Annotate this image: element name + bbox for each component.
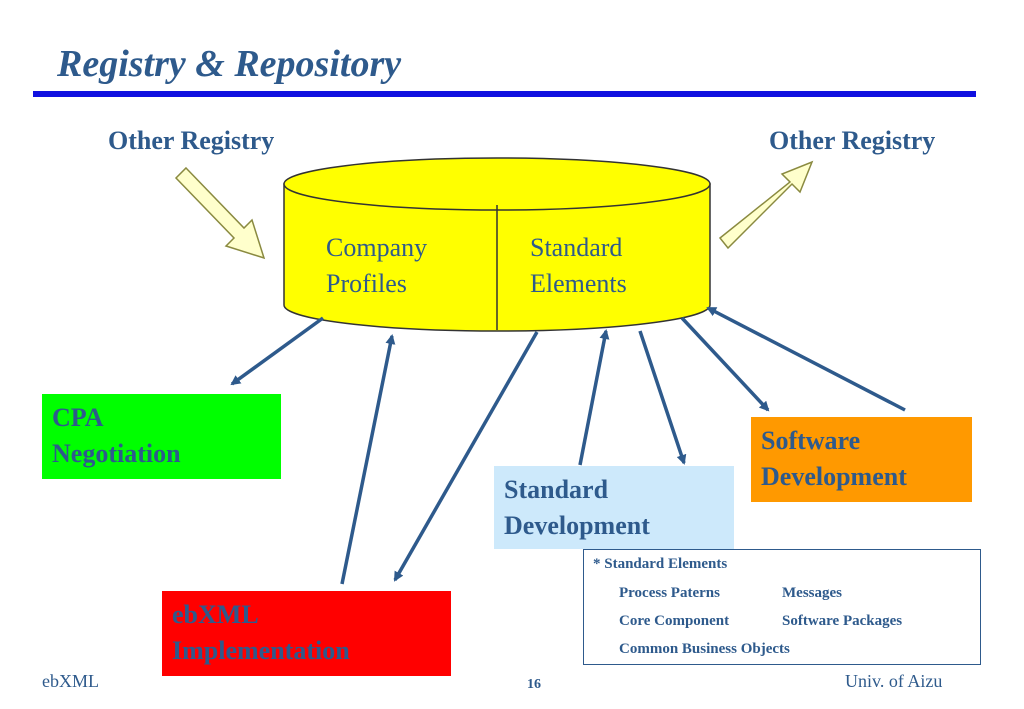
- standard-development-box: Standard Development: [494, 466, 734, 549]
- arrow-from-software-dev: [706, 306, 906, 412]
- legend-item: Common Business Objects: [619, 641, 790, 657]
- legend-item: Core Component: [619, 613, 730, 629]
- other-registry-left-label: Other Registry: [108, 126, 275, 155]
- arrow-to-ebxml: [393, 331, 539, 582]
- standard-elements-label: Standard Elements: [530, 233, 627, 298]
- outgoing-registry-arrow: [718, 160, 814, 250]
- cpa-negotiation-box: CPA Negotiation: [42, 394, 281, 479]
- legend-item: Software Packages: [782, 613, 903, 629]
- other-registry-right-label: Other Registry: [769, 126, 936, 155]
- legend-item: Messages: [782, 585, 842, 601]
- footer-right: Univ. of Aizu: [845, 671, 943, 691]
- title-underline: [33, 91, 976, 97]
- incoming-registry-arrow: [174, 166, 266, 260]
- arrow-from-ebxml: [340, 334, 396, 585]
- standard-elements-legend: * Standard Elements Process Paterns Mess…: [583, 549, 981, 665]
- legend-item: Process Paterns: [619, 585, 720, 601]
- arrow-to-software-dev: [680, 316, 770, 412]
- arrow-to-standard-dev: [638, 330, 687, 465]
- arrow-from-standard-dev: [578, 329, 610, 466]
- footer-left: ebXML: [42, 671, 99, 691]
- company-profiles-label: Company Profiles: [326, 233, 428, 298]
- page-title: Registry & Repository: [57, 43, 402, 85]
- page-number: 16: [527, 677, 541, 692]
- arrow-to-cpa: [230, 316, 325, 386]
- legend-heading: * Standard Elements: [593, 556, 728, 572]
- repository-cylinder-top: [283, 157, 711, 211]
- ebxml-implementation-box: ebXML Implementation: [162, 591, 451, 676]
- software-development-box: Software Development: [751, 417, 972, 502]
